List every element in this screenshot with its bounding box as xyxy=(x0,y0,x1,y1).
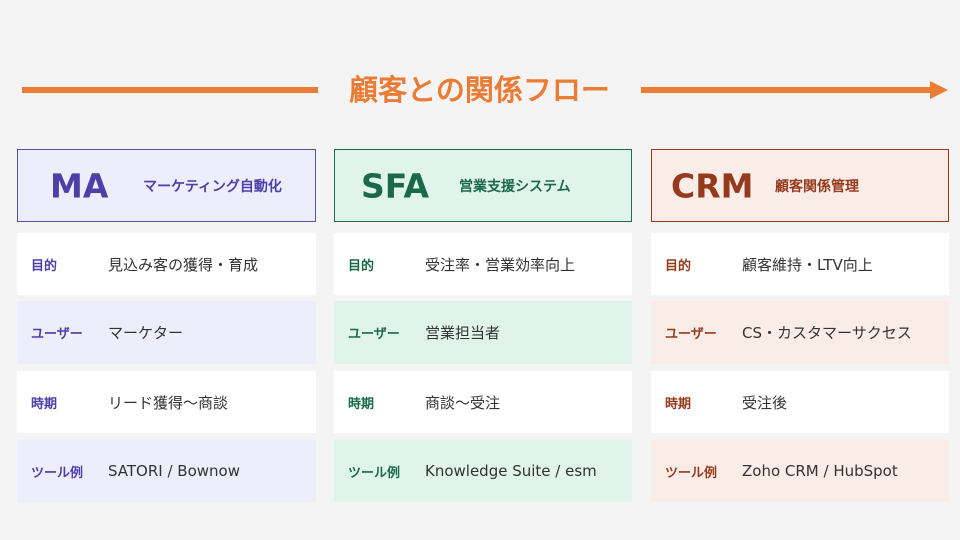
row-label: 目的 xyxy=(31,258,58,274)
row-period: 時期 リード獲得〜商談 xyxy=(17,371,316,433)
row-label: 時期 xyxy=(348,396,375,412)
row-label: ツール例 xyxy=(31,465,84,481)
row-user: ユーザー CS・カスタマーサクセス xyxy=(651,301,949,364)
row-period: 時期 受注後 xyxy=(651,371,949,433)
row-label: ツール例 xyxy=(348,465,401,481)
row-user: ユーザー 営業担当者 xyxy=(334,301,632,364)
row-label: ユーザー xyxy=(665,327,717,342)
column-crm: CRM 顧客関係管理 目的 顧客維持・LTV向上 ユーザー CS・カスタマーサク… xyxy=(651,149,949,502)
row-value: SATORI / Bownow xyxy=(108,462,240,480)
row-label: ユーザー xyxy=(31,327,83,342)
arrow-right-icon xyxy=(930,81,948,99)
card-abbr: SFA xyxy=(361,166,430,205)
row-label: ユーザー xyxy=(348,327,400,342)
row-purpose: 目的 顧客維持・LTV向上 xyxy=(651,233,949,295)
card-subtitle: マーケティング自動化 xyxy=(143,178,282,195)
row-purpose: 目的 見込み客の獲得・育成 xyxy=(17,233,316,295)
row-tools: ツール例 Knowledge Suite / esm xyxy=(334,440,632,502)
row-tools: ツール例 SATORI / Bownow xyxy=(17,440,316,502)
card-subtitle: 営業支援システム xyxy=(459,178,571,195)
row-value: 商談〜受注 xyxy=(425,393,501,412)
card-header-crm: CRM 顧客関係管理 xyxy=(651,149,949,222)
row-value: Zoho CRM / HubSpot xyxy=(742,462,898,480)
row-value: Knowledge Suite / esm xyxy=(425,462,597,480)
row-label: ツール例 xyxy=(665,465,718,481)
card-abbr: MA xyxy=(50,166,109,205)
row-value: マーケター xyxy=(108,324,184,342)
flow-title: 顧客との関係フロー xyxy=(349,73,610,107)
card-abbr: CRM xyxy=(671,166,754,205)
row-value: 受注率・営業効率向上 xyxy=(425,255,576,274)
row-value: 顧客維持・LTV向上 xyxy=(742,255,873,274)
row-period: 時期 商談〜受注 xyxy=(334,371,632,433)
row-label: 目的 xyxy=(348,258,375,274)
row-label: 時期 xyxy=(31,396,58,412)
row-value: 営業担当者 xyxy=(425,324,501,342)
card-header-ma: MA マーケティング自動化 xyxy=(17,149,316,222)
flow-line-right xyxy=(641,87,933,93)
row-value: リード獲得〜商談 xyxy=(108,393,229,412)
column-sfa: SFA 営業支援システム 目的 受注率・営業効率向上 ユーザー 営業担当者 時期… xyxy=(334,149,632,502)
row-value: 受注後 xyxy=(742,393,788,412)
row-user: ユーザー マーケター xyxy=(17,301,316,364)
row-tools: ツール例 Zoho CRM / HubSpot xyxy=(651,440,949,502)
column-ma: MA マーケティング自動化 目的 見込み客の獲得・育成 ユーザー マーケター 時… xyxy=(17,149,316,502)
flow-line-left xyxy=(22,87,318,93)
row-value: 見込み客の獲得・育成 xyxy=(108,255,259,274)
card-header-sfa: SFA 営業支援システム xyxy=(334,149,632,222)
row-label: 目的 xyxy=(665,258,692,274)
row-label: 時期 xyxy=(665,396,692,412)
row-purpose: 目的 受注率・営業効率向上 xyxy=(334,233,632,295)
card-subtitle: 顧客関係管理 xyxy=(775,178,859,195)
row-value: CS・カスタマーサクセス xyxy=(742,324,912,342)
